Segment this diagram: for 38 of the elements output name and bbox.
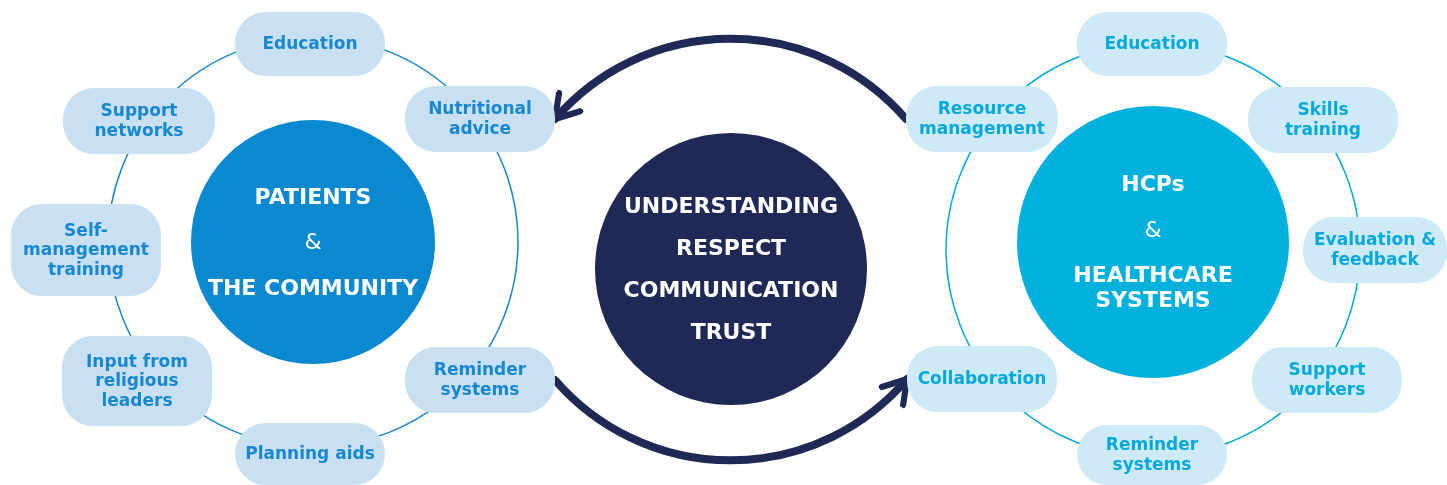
topic-pill bbox=[62, 336, 212, 426]
topic-label: Planning aids bbox=[244, 444, 376, 464]
ampersand: & bbox=[1144, 216, 1162, 242]
topic-pill bbox=[63, 88, 215, 154]
topic-pill bbox=[405, 347, 555, 413]
topic-pill bbox=[906, 86, 1058, 152]
value-word: RESPECT bbox=[675, 234, 787, 262]
topic-label: Input from religious leaders bbox=[85, 351, 189, 411]
group-heading: HEALTHCARE SYSTEMS bbox=[1072, 262, 1234, 313]
topic-pill bbox=[405, 86, 555, 152]
group-heading: PATIENTS bbox=[254, 184, 372, 210]
topic-pill bbox=[1252, 347, 1402, 413]
topic-label: Education bbox=[261, 34, 359, 54]
topic-label: Self-management training bbox=[22, 220, 150, 280]
topic-label: Reminder systems bbox=[432, 360, 528, 400]
topic-pill bbox=[1303, 217, 1447, 283]
topic-pill bbox=[1077, 12, 1227, 76]
topic-label: Resource management bbox=[918, 99, 1046, 139]
topic-pill bbox=[235, 423, 385, 485]
value-word: UNDERSTANDING bbox=[624, 192, 838, 220]
group-heading: THE COMMUNITY bbox=[207, 274, 419, 300]
topic-label: Nutritional advice bbox=[427, 99, 533, 139]
topic-label: Education bbox=[1103, 34, 1201, 54]
topic-label: Support workers bbox=[1287, 360, 1367, 400]
value-word: COMMUNICATION bbox=[623, 276, 839, 304]
topic-pill bbox=[11, 204, 161, 296]
topic-pill bbox=[1248, 87, 1398, 153]
topic-label: Evaluation & feedback bbox=[1312, 230, 1437, 270]
topic-pill bbox=[1077, 425, 1227, 485]
topic-pill bbox=[235, 12, 385, 76]
ampersand: & bbox=[304, 229, 322, 255]
topic-pill bbox=[907, 346, 1057, 412]
topic-label: Reminder systems bbox=[1104, 435, 1200, 475]
group-heading: HCPs bbox=[1121, 171, 1185, 197]
topic-label: Support networks bbox=[93, 101, 185, 141]
topic-label: Collaboration bbox=[916, 369, 1048, 389]
topic-label: Skills training bbox=[1284, 100, 1362, 140]
value-word: TRUST bbox=[690, 318, 772, 346]
